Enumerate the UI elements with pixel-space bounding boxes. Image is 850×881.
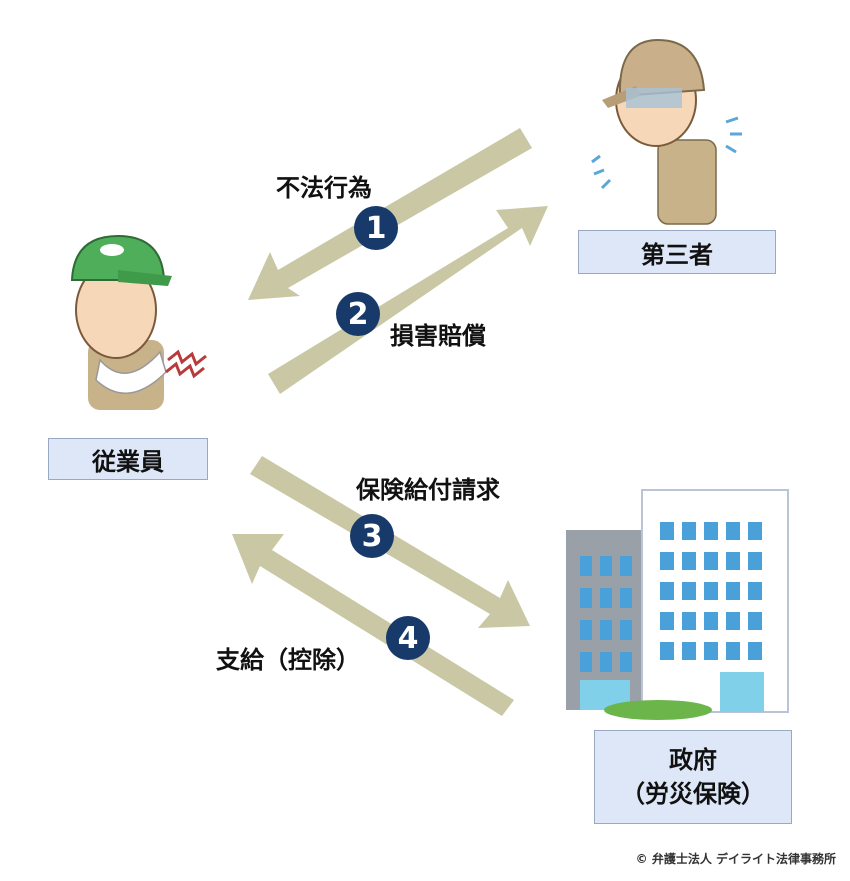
step-4-badge: 4 <box>386 616 430 660</box>
employee-illustration <box>70 234 207 410</box>
third-party-box: 第三者 <box>578 230 776 274</box>
government-label: 政府 <box>669 746 717 774</box>
step-1-badge: 1 <box>354 206 398 250</box>
third-party-illustration <box>591 38 742 225</box>
employee-box: 従業員 <box>48 438 208 480</box>
step-2-badge: 2 <box>336 292 380 336</box>
government-buildings <box>566 489 789 720</box>
step-4-label: 支給（控除） <box>216 646 360 674</box>
step-3-badge: 3 <box>350 514 394 558</box>
step-2-label: 損害賠償 <box>390 322 486 350</box>
step-1-label: 不法行為 <box>276 174 372 202</box>
arrow-2 <box>268 206 548 394</box>
step-3-label: 保険給付請求 <box>356 476 500 504</box>
government-box: 政府 （労災保険） <box>594 730 792 824</box>
arrow-4 <box>232 534 514 716</box>
third-party-label: 第三者 <box>641 240 713 269</box>
employee-label: 従業員 <box>92 447 164 476</box>
copyright-text: © 弁護士法人 デイライト法律事務所 <box>635 852 836 866</box>
government-sublabel: （労災保険） <box>621 780 765 808</box>
